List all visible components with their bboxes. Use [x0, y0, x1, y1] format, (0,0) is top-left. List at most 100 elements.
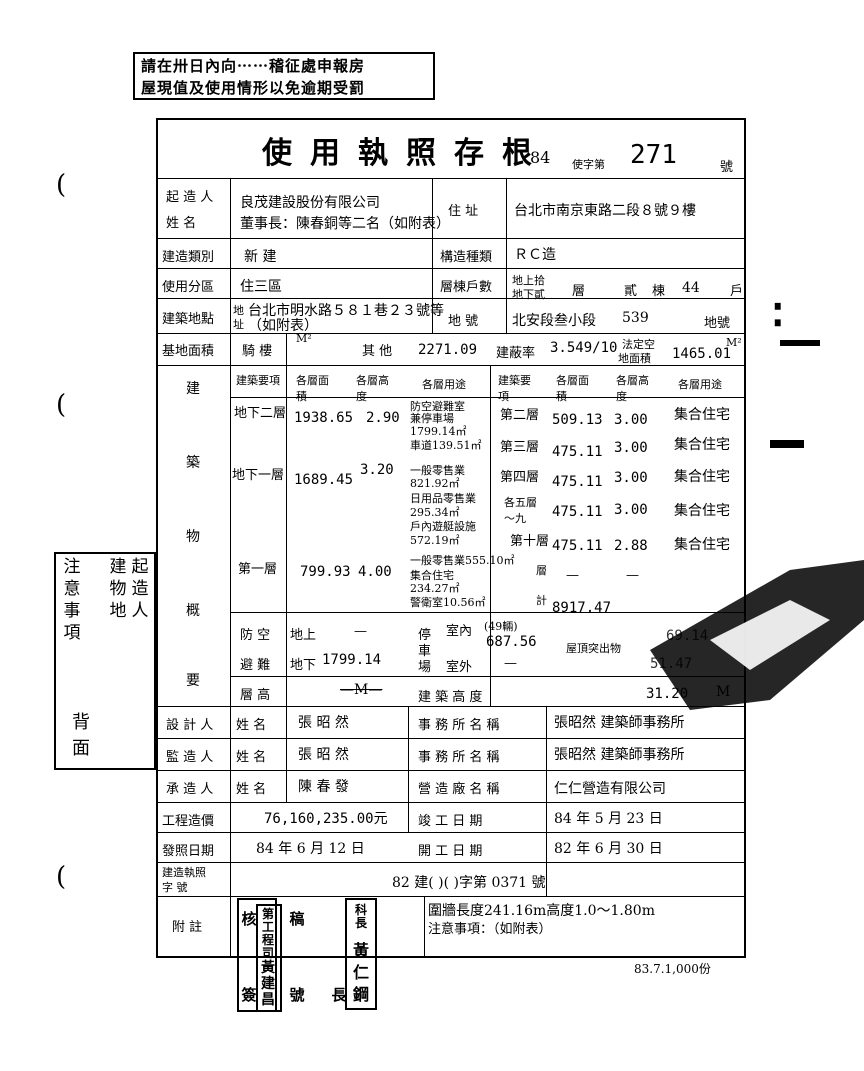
rule: [157, 268, 745, 269]
rule: [157, 802, 745, 803]
floor-b1-use2: 821.92㎡: [410, 477, 460, 490]
applicant-address-label: 住 址: [448, 204, 479, 219]
left-stamp-col1: 起造人: [131, 557, 149, 621]
top-notice-stamp: 請在卅日內向⋯⋯稽征處申報房 屋現值及使用情形以免逾期受罰: [133, 52, 435, 100]
start-date: 82 年 6 月 30 日: [554, 841, 663, 857]
rule: [157, 333, 745, 334]
rule: [157, 178, 745, 179]
dong-count: 貳: [624, 284, 638, 299]
layer-height-label: 層 高: [240, 688, 271, 703]
floor-10-use: 集合住宅: [674, 537, 730, 553]
rule-v: [286, 333, 287, 803]
side-blot: [780, 340, 820, 346]
notes-label: 附 註: [172, 920, 203, 935]
seal-eng: [256, 904, 282, 1012]
floor-b2-use3: 1799.14㎡: [410, 425, 467, 438]
seal-chief: [345, 898, 377, 1010]
floor-b1-use4: 295.34㎡: [410, 506, 460, 519]
site-sub2: 址: [233, 318, 244, 331]
lot-section: 北安段叁小段: [512, 313, 596, 329]
hdr-left-use: 各層用途: [422, 378, 466, 391]
side-mark: ∶: [772, 290, 784, 341]
rule: [230, 612, 745, 613]
floors-label: 層棟戶數: [440, 280, 493, 295]
form-title: 使用執照存根: [262, 136, 550, 171]
hu-count: 44: [682, 280, 700, 296]
left-stamp-col3: 注意事項: [63, 557, 81, 643]
below-label: 地下: [290, 658, 317, 673]
seal-hao: 號: [289, 986, 305, 1004]
floor-3-area: 475.11: [552, 444, 603, 460]
floor-extra-height: —: [626, 568, 639, 583]
side-label-jian: 建: [186, 381, 200, 397]
left-stamp: 起造人 建物地 注意事項: [54, 552, 156, 770]
floor-10-height: 2.88: [614, 538, 648, 554]
applicant-label: 起 造 人: [166, 190, 214, 205]
lot-label: 地 號: [448, 314, 479, 329]
lot-number: 539: [622, 310, 649, 326]
parking-1: 停: [418, 628, 432, 643]
seal-zhang: 長: [331, 986, 347, 1004]
seal-han: 核: [241, 910, 257, 928]
other-value: 2271.09: [418, 342, 478, 358]
site-address: 台北市明水路５８１巷２３號等: [248, 303, 444, 319]
floor-1-use3: 234.27㎡: [410, 582, 460, 595]
cost-label: 工程造價: [162, 814, 215, 829]
finish-date: 84 年 5 月 23 日: [554, 811, 663, 827]
rule-v: [506, 178, 507, 333]
back-label: 背面: [72, 712, 90, 759]
indoor-label: 室內: [446, 624, 473, 639]
floor-b1-use6: 572.19㎡: [410, 534, 460, 547]
above-label: 地上: [290, 628, 317, 643]
designer-office-label: 事 務 所 名 稱: [418, 718, 500, 733]
floor-b1-height: 3.20: [360, 462, 394, 478]
parking-2: 車: [418, 644, 432, 659]
supervisor-name-label: 姓 名: [236, 750, 267, 765]
floor-10-name: 第十層: [510, 534, 550, 549]
contractor-company-label: 營 造 廠 名 稱: [418, 782, 500, 797]
floors-top: 地上拾: [512, 274, 545, 287]
floor-4-name: 第四層: [500, 470, 540, 485]
permit-label2: 字 號: [162, 881, 188, 894]
floor-b1-name: 地下一層: [232, 468, 285, 483]
seal-gao: 稿: [289, 910, 305, 928]
floor-5-9-area: 475.11: [552, 504, 603, 520]
seal-eng-name: 黃建昌: [261, 960, 275, 1008]
contractor-name-label: 姓 名: [236, 782, 267, 797]
designer-label: 設 計 人: [166, 718, 214, 733]
escape-label: 避 難: [240, 658, 271, 673]
side-label-gai: 概: [186, 603, 200, 619]
hu-unit: 戶: [730, 284, 744, 299]
applicant-name-label: 姓 名: [166, 216, 197, 231]
start-label: 開 工 日 期: [418, 844, 483, 859]
floor-1-name: 第一層: [238, 562, 278, 577]
header-zi: 使字第: [572, 158, 605, 171]
cover-label: 建蔽率: [496, 346, 536, 361]
finish-label: 竣 工 日 期: [418, 814, 483, 829]
floor-1-use1: 一般零售業555.10㎡: [410, 554, 515, 567]
floor-b1-use3: 日用品零售業: [410, 492, 476, 505]
floor-2-height: 3.00: [614, 412, 648, 428]
contractor-name: 陳 春 發: [298, 779, 349, 795]
hdr-right-item: 建築要項: [498, 374, 531, 403]
layer-height-value: —M—: [340, 682, 383, 698]
build-type-label: 建造類別: [162, 250, 215, 265]
floor-4-area: 475.11: [552, 474, 603, 490]
header-hao: 號: [720, 160, 734, 175]
floor-3-use: 集合住宅: [674, 437, 730, 453]
floor-extra-name: 層: [536, 564, 547, 577]
notes-line2: 注意事項：（如附表）: [428, 922, 552, 937]
site-address2: （如附表）: [248, 318, 318, 334]
zone-label: 使用分區: [162, 280, 215, 295]
rule-v: [424, 896, 425, 958]
rule-v: [230, 178, 231, 958]
defense-label: 防 空: [240, 628, 271, 643]
issue-label: 發照日期: [162, 844, 215, 859]
rule-v: [490, 365, 491, 706]
dong-unit: 棟: [652, 284, 666, 299]
floor-5-9-use: 集合住宅: [674, 503, 730, 519]
seal-chief-title: 科長: [354, 903, 367, 930]
hdr-right-use: 各層用途: [678, 378, 722, 391]
side-blot: [770, 440, 804, 448]
form-frame: [156, 118, 746, 958]
